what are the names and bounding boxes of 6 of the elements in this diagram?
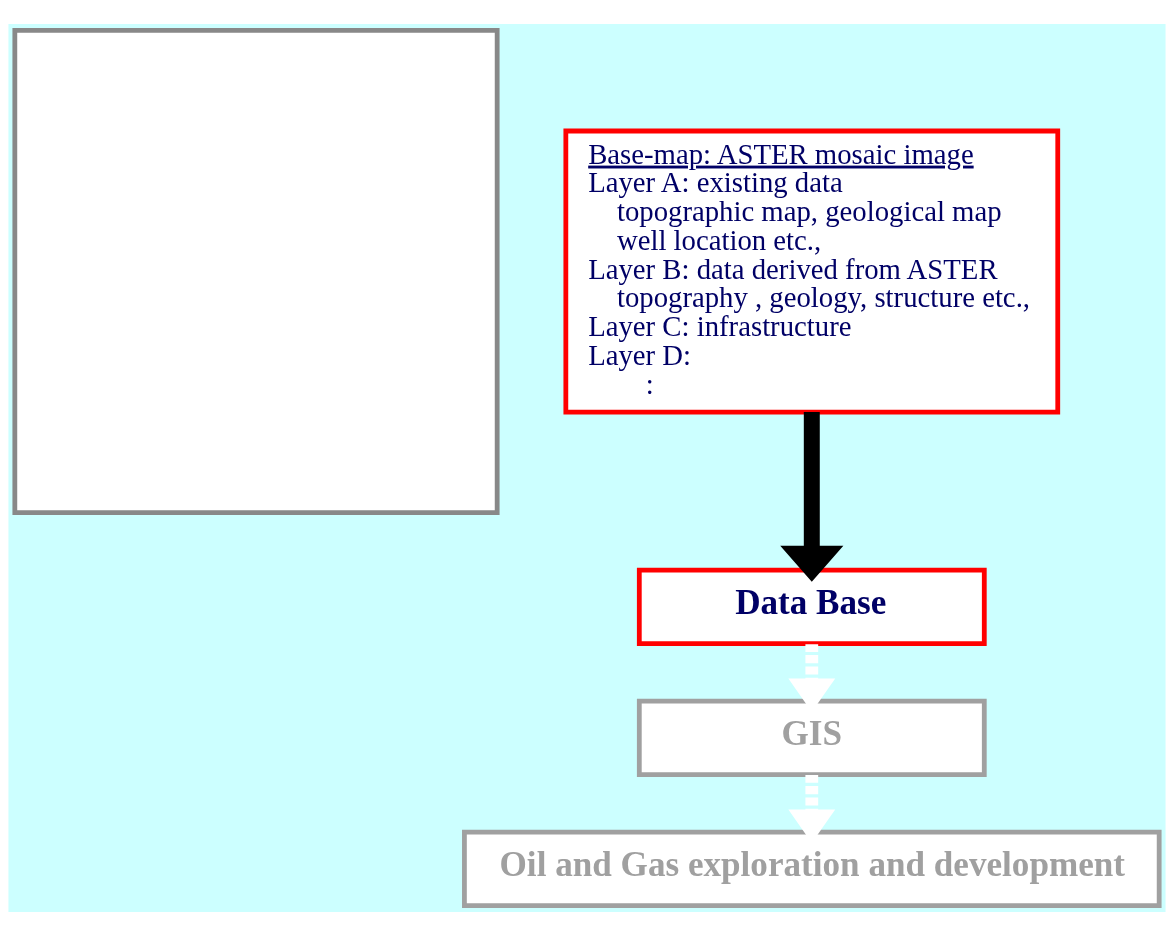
arrow [780,412,844,582]
node-box: Base-map: ASTER mosaic image Layer A: existing data topographic map, geological map well location etc., Layer B: data derived from ASTER topography , geology, structure etc., Layer C: infrastructure Layer D: : [563,128,1061,415]
node-box: GIS [636,698,987,778]
node-box: Oil and Gas exploration and development [462,829,1162,908]
node-box: Data Base [636,567,987,647]
node-box [12,28,500,516]
